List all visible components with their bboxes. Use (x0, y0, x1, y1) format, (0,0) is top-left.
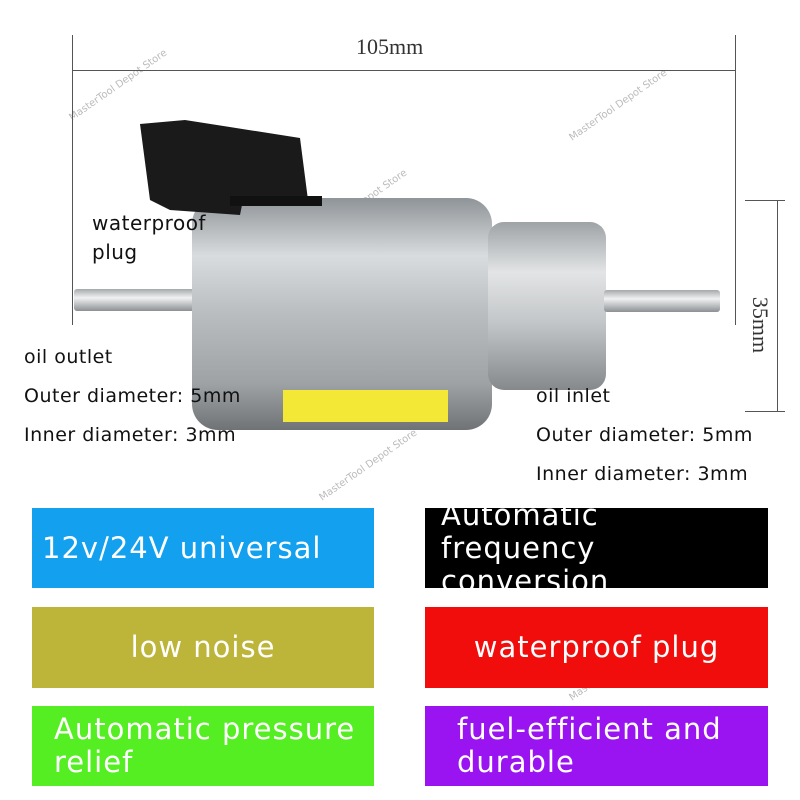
inlet-outer-diameter: Outer diameter: 5mm (536, 424, 753, 446)
width-dimension-line (72, 70, 736, 71)
height-tick-top (745, 200, 785, 201)
plug-connector (140, 120, 308, 215)
width-dimension-label: 105mm (356, 34, 424, 59)
inlet-title: oil inlet (536, 385, 611, 407)
feature-text: Automatic pressure relief (54, 712, 356, 779)
feature-text: low noise (130, 630, 276, 664)
width-tick-left (72, 35, 73, 325)
feature-box-universal-voltage: 12v/24V universal (32, 508, 374, 588)
feature-box-pressure-relief: Automatic pressure relief (32, 706, 374, 786)
pump-body (192, 198, 492, 430)
outlet-outer-diameter: Outer diameter: 5mm (24, 385, 241, 407)
feature-text: waterproof plug (473, 630, 720, 664)
width-tick-right (735, 35, 736, 325)
height-dimension-line (777, 200, 778, 412)
feature-box-waterproof-plug: waterproof plug (425, 607, 768, 688)
inlet-section (488, 222, 606, 390)
height-tick-bottom (745, 411, 785, 412)
yellow-label (283, 390, 448, 422)
feature-text: Automatic frequency conversion (441, 497, 610, 598)
feature-box-low-noise: low noise (32, 607, 374, 688)
outlet-tube (74, 289, 198, 311)
outlet-title: oil outlet (24, 346, 113, 368)
feature-text: 12v/24V universal (42, 530, 322, 565)
inlet-inner-diameter: Inner diameter: 3mm (536, 463, 749, 485)
feature-text: fuel-efficient and durable (457, 712, 722, 779)
plug-label: waterproof plug (92, 211, 206, 264)
outlet-inner-diameter: Inner diameter: 3mm (24, 424, 237, 446)
feature-box-fuel-efficient: fuel-efficient and durable (425, 706, 768, 786)
feature-box-frequency-conversion: Automatic frequency conversion (425, 498, 768, 597)
inlet-tube (604, 290, 720, 312)
